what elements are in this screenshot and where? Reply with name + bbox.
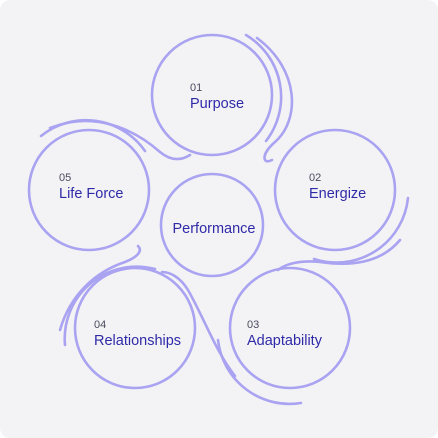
sweep-energize-adaptability [276, 238, 402, 272]
arc-energize [312, 196, 410, 264]
sweep-adaptability-relationships [160, 270, 237, 378]
energize-label: Energize [309, 186, 366, 202]
energize-number: 02 [309, 172, 321, 184]
sweep-life-force-purpose [48, 119, 192, 161]
circle-purpose [150, 33, 274, 157]
circle-adaptability [228, 266, 352, 390]
relationships-number: 04 [94, 319, 106, 331]
circle-relationships [73, 266, 197, 390]
arc-purpose [244, 33, 283, 143]
purpose-label: Purpose [190, 96, 244, 112]
adaptability-label: Adaptability [247, 333, 323, 349]
life-force-label: Life Force [59, 186, 123, 202]
sweep-purpose-energize [255, 36, 294, 163]
circle-energize [273, 128, 397, 252]
purpose-number: 01 [190, 82, 202, 94]
arc-relationships [63, 265, 157, 347]
circle-life-force [27, 128, 151, 252]
adaptability-number: 03 [247, 319, 259, 331]
relationships-label: Relationships [94, 333, 181, 349]
life-force-number: 05 [59, 172, 71, 184]
circle-performance [159, 172, 265, 278]
sweep-relationships-life-force [58, 244, 142, 332]
performance-label: Performance [172, 221, 255, 237]
